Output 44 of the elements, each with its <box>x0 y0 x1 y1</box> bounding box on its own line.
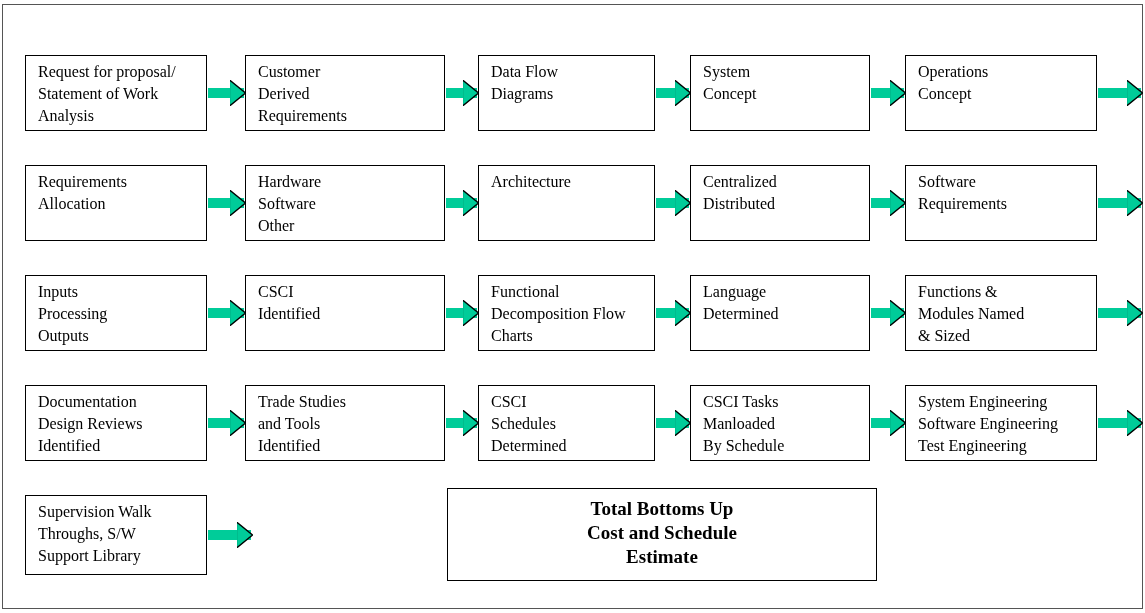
process-box <box>25 275 207 351</box>
process-box <box>905 55 1097 131</box>
step-text: Architecture <box>491 172 572 192</box>
step-text: Inputs Processing Outputs <box>38 282 109 347</box>
process-box <box>690 385 870 461</box>
process-box <box>690 165 870 241</box>
process-box <box>478 165 655 241</box>
step-text: Data Flow Diagrams <box>491 62 560 105</box>
step-text: System Concept <box>703 62 758 105</box>
process-box <box>245 55 445 131</box>
process-box <box>478 275 655 351</box>
step-text: CSCI Identified <box>258 282 322 324</box>
step-text: Total Bottoms Up Cost and Schedule Estimate <box>586 497 738 569</box>
step-text: Supervision Walk Throughs, S/W Support Library <box>38 502 153 567</box>
step-text: Language Determined <box>703 282 780 324</box>
process-box <box>25 55 207 131</box>
process-box <box>447 488 877 581</box>
step-text: Documentation Design Reviews Identified <box>38 392 144 456</box>
step-text: Requirements Allocation <box>38 172 128 214</box>
step-text: Request for proposal/ Statement of Work Analysis <box>38 62 177 127</box>
step-text: Trade Studies and Tools Identified <box>258 392 347 456</box>
process-box <box>245 275 445 351</box>
process-box <box>245 165 445 241</box>
process-box <box>905 385 1097 461</box>
process-box <box>25 385 207 461</box>
step-text: System Engineering Software Engineering Test Engineering <box>918 392 1059 457</box>
process-box <box>25 165 207 241</box>
step-text: CSCI Tasks Manloaded By Schedule <box>703 392 786 457</box>
process-box <box>478 55 655 131</box>
process-box <box>690 275 870 351</box>
step-text: Operations Concept <box>918 62 990 105</box>
step-text: Hardware Software Other <box>258 172 323 236</box>
process-box <box>245 385 445 461</box>
step-text: Centralized Distributed <box>703 172 778 214</box>
step-text: Software Requirements <box>918 172 1008 215</box>
process-box <box>690 55 870 131</box>
step-text: Customer Derived Requirements <box>258 62 348 127</box>
process-box <box>25 495 207 575</box>
step-text: Functions & Modules Named & Sized <box>918 282 1026 346</box>
step-text: Functional Decomposition Flow Charts <box>491 282 626 346</box>
process-box <box>905 275 1097 351</box>
process-box <box>478 385 655 461</box>
process-box <box>905 165 1097 241</box>
step-text: CSCI Schedules Determined <box>491 392 568 456</box>
